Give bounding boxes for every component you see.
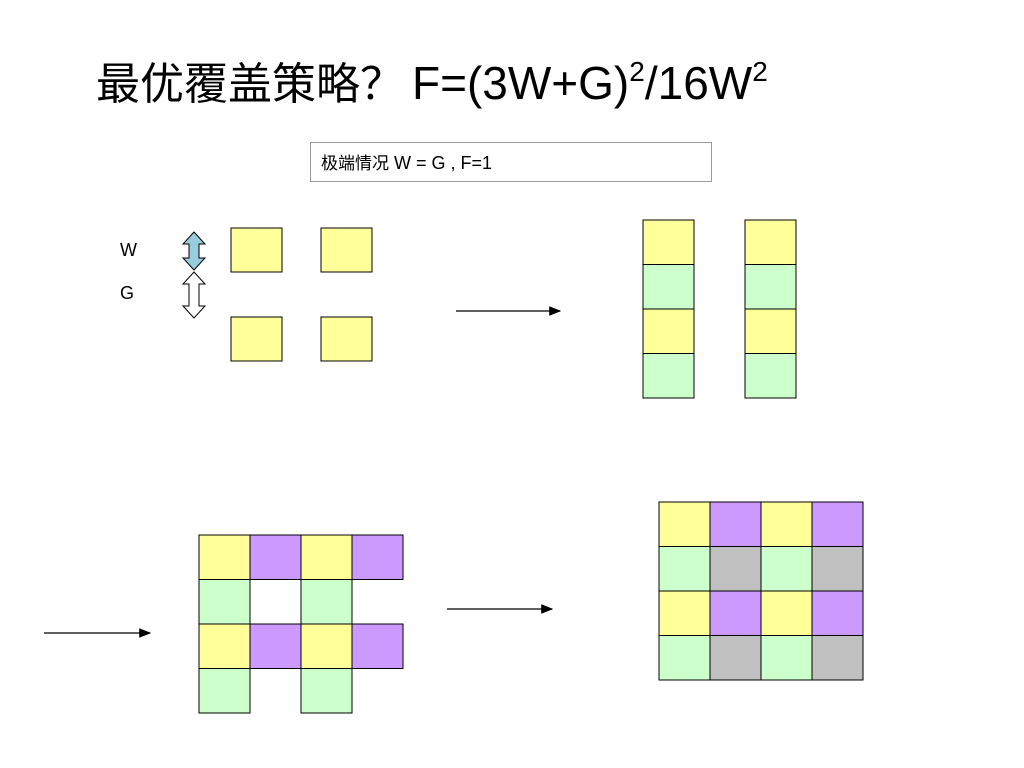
grid-cell-green [658,546,711,592]
grid-cell-green [760,546,813,592]
block-square [230,227,283,273]
grid-cell-gray [811,546,864,592]
formula-exponent-2: 2 [752,56,768,87]
diagram-full-grid [658,501,864,681]
label-g: G [120,283,135,303]
grid-cell-yellow [642,308,695,354]
block-square [230,316,283,362]
grid-cell-yellow [198,623,251,669]
grid-cell-yellow [300,534,353,580]
grid-cell-purple [709,590,762,636]
formula-divisor: /16W [644,57,753,109]
grid-cell-green [642,353,695,399]
w-dimension-arrow-icon [181,231,207,271]
grid-cell-yellow [642,219,695,265]
grid-cell-purple [351,623,404,669]
grid-cell-green [198,668,251,714]
grid-cell-yellow [744,308,797,354]
grid-cell-yellow [198,534,251,580]
note-chinese: 极端情况 [321,154,389,174]
grid-cell-green [642,264,695,310]
note-formula: W = G , F=1 [389,153,493,173]
grid-cell-green [300,579,353,625]
grid-cell-gray [709,546,762,592]
grid-cell-yellow [658,590,711,636]
grid-cell-purple [811,590,864,636]
grid-cell-purple [709,501,762,547]
grid-cell-purple [811,501,864,547]
block-square [320,227,373,273]
title-chinese: 最优覆盖策略？ [96,59,404,110]
grid-cell-green [198,579,251,625]
label-w: W [120,240,137,260]
grid-cell-purple [249,534,302,580]
grid-cell-green [658,635,711,681]
grid-cell-green [300,668,353,714]
block-square [320,316,373,362]
slide-title: 最优覆盖策略？F=(3W+G)2/16W2 [96,48,768,118]
g-dimension-arrow-icon [181,271,207,319]
diagram-partial-grid [198,534,404,714]
grid-cell-green [744,353,797,399]
grid-cell-gray [811,635,864,681]
formula-exponent-1: 2 [629,56,645,87]
grid-cell-yellow [760,590,813,636]
formula-main: F=(3W+G) [412,57,630,109]
grid-cell-green [744,264,797,310]
grid-cell-gray [709,635,762,681]
grid-cell-yellow [744,219,797,265]
extreme-case-note: 极端情况 W = G , F=1 [310,142,712,182]
diagram-single-blocks [230,227,373,362]
grid-cell-purple [351,534,404,580]
grid-cell-yellow [760,501,813,547]
grid-cell-yellow [658,501,711,547]
grid-cell-purple [249,623,302,669]
grid-cell-yellow [300,623,353,669]
title-formula: F=(3W+G)2/16W2 [412,57,768,109]
diagram-vertical-stacks [642,219,797,399]
grid-cell-green [760,635,813,681]
